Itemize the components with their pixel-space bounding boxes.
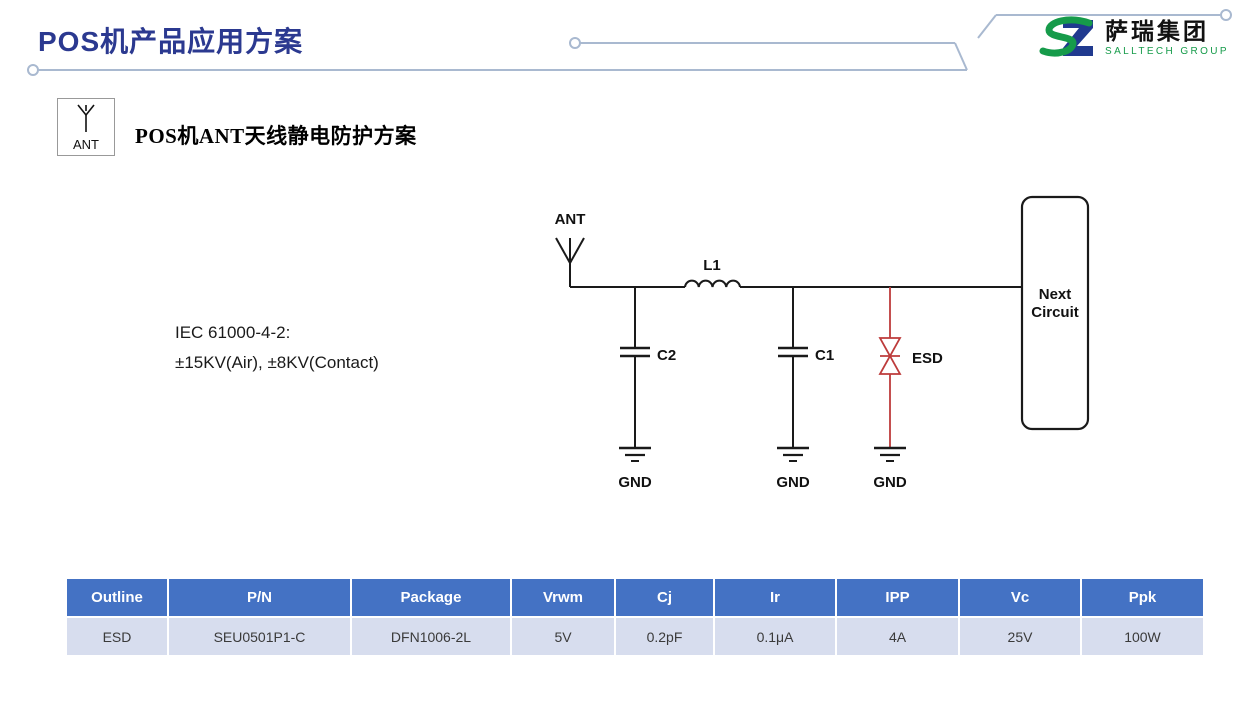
- col-header-cj: Cj: [614, 577, 715, 618]
- cell-vc: 25V: [958, 616, 1082, 657]
- esd-diode-symbol: [878, 287, 902, 448]
- iec-line2: ±15KV(Air), ±8KV(Contact): [175, 353, 379, 372]
- col-header-pn: P/N: [167, 577, 352, 618]
- page-title: POS机产品应用方案: [38, 26, 304, 57]
- col-header-vrwm: Vrwm: [510, 577, 616, 618]
- next-circuit-label-line2: Circuit: [1031, 304, 1079, 321]
- gnd-label-c1: GND: [776, 474, 810, 491]
- col-header-package: Package: [350, 577, 512, 618]
- ground-icon-esd: [874, 446, 906, 462]
- cell-outline: ESD: [65, 616, 169, 657]
- ant-icon-box: ANT: [57, 98, 115, 156]
- iec-line1: IEC 61000-4-2:: [175, 323, 291, 342]
- col-header-ir: Ir: [713, 577, 837, 618]
- cell-ir: 0.1μA: [713, 616, 837, 657]
- next-circuit-label-line1: Next: [1039, 286, 1072, 303]
- circuit-diagram: ANT L1 C2 C1: [555, 195, 1090, 491]
- col-header-ipp: IPP: [835, 577, 960, 618]
- c2-label: C2: [657, 347, 676, 364]
- antenna-symbol: [555, 237, 585, 287]
- capacitor-c1-symbol: [778, 287, 808, 448]
- ground-icon-c1: [777, 446, 809, 462]
- spec-table-header-row: Outline P/N Package Vrwm Cj Ir IPP Vc Pp…: [65, 577, 1205, 618]
- spec-table-data-row: ESD SEU0501P1-C DFN1006-2L 5V 0.2pF 0.1μ…: [65, 616, 1205, 657]
- section-heading: POS机ANT天线静电防护方案: [135, 124, 417, 148]
- l1-label: L1: [703, 257, 721, 274]
- header-decor-lines: [27, 9, 1232, 76]
- cell-pn: SEU0501P1-C: [167, 616, 352, 657]
- esd-label: ESD: [912, 350, 943, 367]
- logo-company-name: 萨瑞集团: [1105, 17, 1209, 44]
- ant-label: ANT: [555, 211, 586, 228]
- logo-mark-icon: [1039, 16, 1093, 57]
- company-logo: 萨瑞集团 SALLTECH GROUP: [1039, 16, 1229, 60]
- cell-package: DFN1006-2L: [350, 616, 512, 657]
- antenna-icon: [77, 104, 95, 132]
- col-header-ppk: Ppk: [1080, 577, 1205, 618]
- c1-label: C1: [815, 347, 834, 364]
- next-circuit-box: [1020, 195, 1090, 431]
- col-header-vc: Vc: [958, 577, 1082, 618]
- logo-company-subtitle: SALLTECH GROUP: [1105, 46, 1229, 58]
- cell-ppk: 100W: [1080, 616, 1205, 657]
- cell-cj: 0.2pF: [614, 616, 715, 657]
- iec-standard-text: IEC 61000-4-2: ±15KV(Air), ±8KV(Contact): [175, 318, 379, 378]
- cell-ipp: 4A: [835, 616, 960, 657]
- gnd-label-c2: GND: [618, 474, 652, 491]
- inductor-symbol: [684, 279, 741, 288]
- gnd-label-esd: GND: [873, 474, 907, 491]
- ant-icon-label: ANT: [73, 137, 99, 152]
- cell-vrwm: 5V: [510, 616, 616, 657]
- col-header-outline: Outline: [65, 577, 169, 618]
- spec-table: Outline P/N Package Vrwm Cj Ir IPP Vc Pp…: [65, 577, 1205, 657]
- capacitor-c2-symbol: [620, 287, 650, 448]
- ground-icon-c2: [619, 446, 651, 462]
